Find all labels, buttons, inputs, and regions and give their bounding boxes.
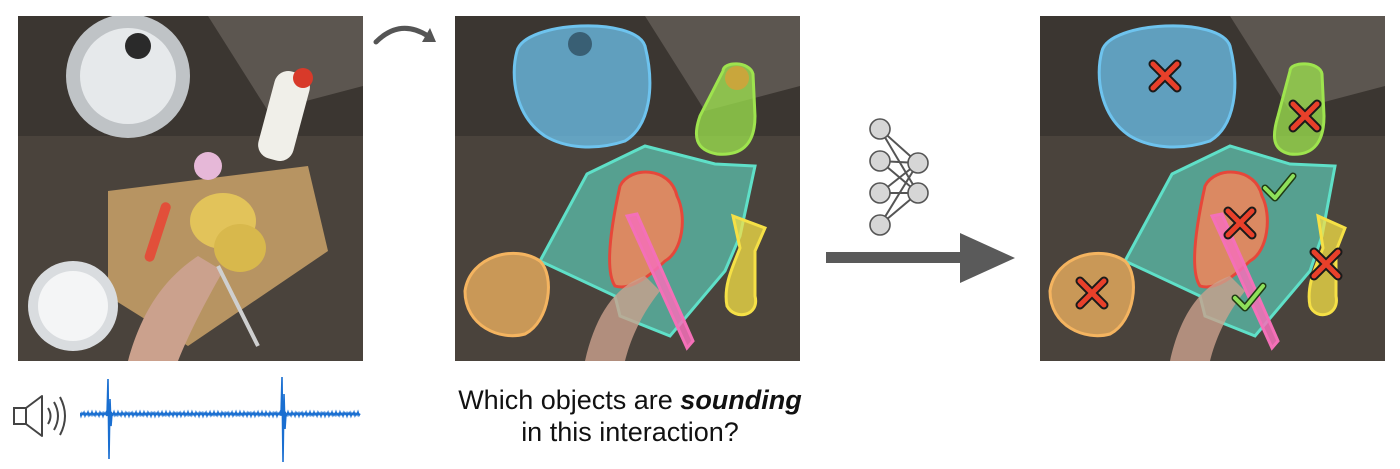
pot-cross-icon-fill xyxy=(1150,61,1180,91)
potatoes-mask xyxy=(608,170,684,289)
knife-check-icon-fill xyxy=(1233,284,1265,310)
potatoes-cross-icon-fill xyxy=(1225,208,1255,238)
bottle-cross-icon-fill xyxy=(1290,101,1320,131)
neural-network-icon xyxy=(869,118,929,236)
cutting-board-check-icon-fill xyxy=(1263,174,1295,200)
egocentric-frame-panel xyxy=(18,16,363,361)
pot-mask xyxy=(512,24,652,149)
question-prefix: Which objects are xyxy=(458,385,681,415)
bowl-cross-icon-fill xyxy=(1077,278,1107,308)
knife-mask xyxy=(624,212,695,351)
question-line2: in this interaction? xyxy=(521,417,739,447)
bowl-mask xyxy=(463,251,550,338)
masked-scene-image xyxy=(455,16,800,361)
prediction-scene-image xyxy=(1040,16,1385,361)
question-text: Which objects are sounding in this inter… xyxy=(410,384,850,448)
curved-arrow-icon xyxy=(373,25,436,45)
audio-waveform xyxy=(80,376,361,463)
kitchen-scene-image xyxy=(18,16,363,361)
speaker-icon xyxy=(13,395,66,437)
question-emphasis: sounding xyxy=(680,385,802,415)
spoon-mask xyxy=(724,213,768,317)
object-masks-panel xyxy=(455,16,800,361)
right-arrow-icon xyxy=(826,233,1015,283)
spoon-cross-icon-fill xyxy=(1311,249,1341,279)
sounding-predictions-panel xyxy=(1040,16,1385,361)
